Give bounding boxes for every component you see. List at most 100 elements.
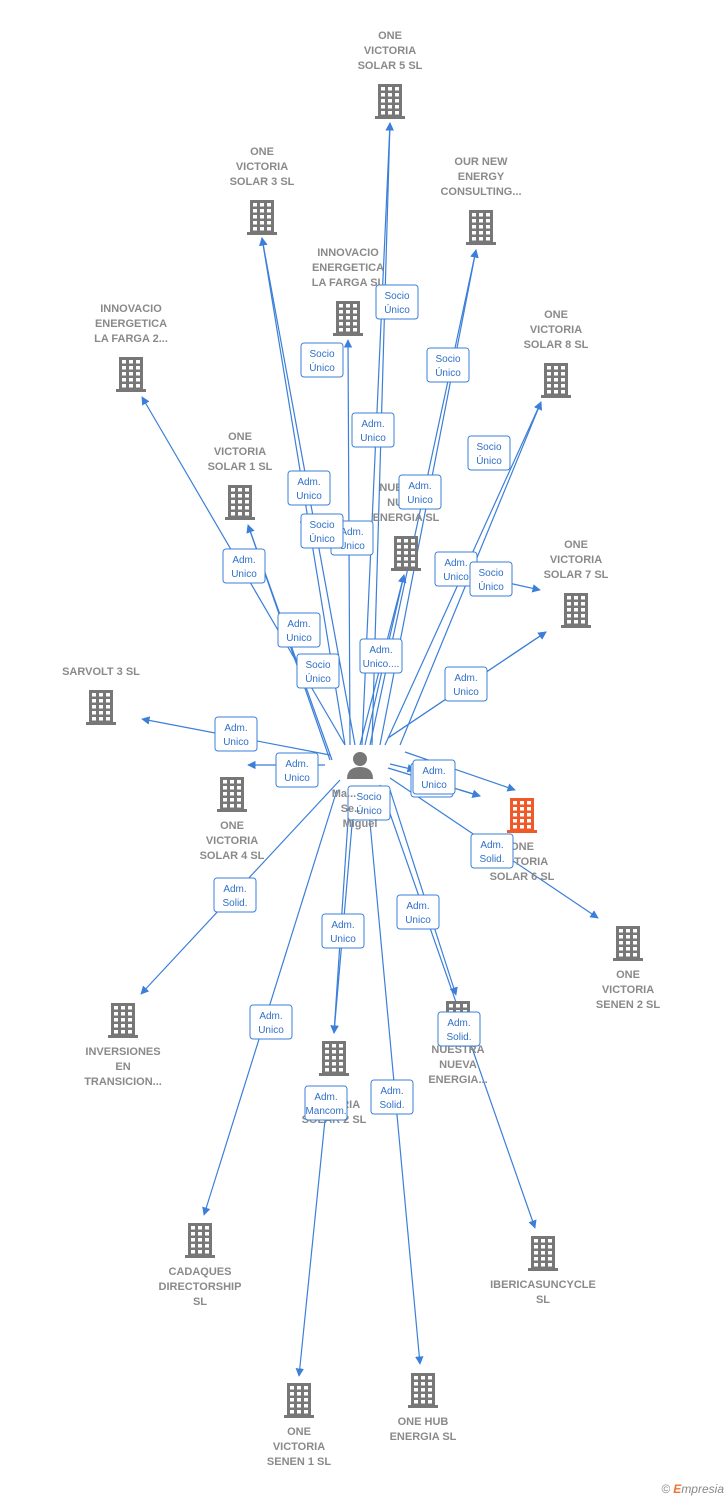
relation-label[interactable]: Adm.Solid. <box>213 877 257 913</box>
empresia-credit[interactable]: ©Empresia <box>661 1482 724 1496</box>
relation-label-text: Unico <box>453 687 479 698</box>
relation-label[interactable]: Adm.Solid. <box>370 1079 414 1115</box>
relation-label-text: Unico <box>296 491 322 502</box>
company-label-line: SENEN 1 SL <box>267 1456 331 1468</box>
company-label-line: ONE <box>510 841 534 853</box>
relation-label-text: Mancom. <box>305 1106 346 1117</box>
company-label-line: NUESTRA <box>431 1044 484 1056</box>
relation-label-text: Adm. <box>314 1092 337 1103</box>
company-node-inv[interactable]: INVERSIONESENTRANSICION... <box>84 1003 162 1088</box>
company-label-line: VICTORIA <box>364 45 416 57</box>
company-node-ief2[interactable]: INNOVACIO ENERGETICA LA FARGA 2... <box>94 303 168 392</box>
building-icon <box>466 210 496 245</box>
relation-label[interactable]: Adm. Unico <box>214 716 258 752</box>
relation-label[interactable]: Adm.Unico <box>287 470 331 506</box>
company-label-line: ONE <box>616 969 640 981</box>
relation-label[interactable]: Adm.Unico <box>444 666 488 702</box>
company-label-line: ENERGIA... <box>428 1074 487 1086</box>
relation-label-text: Adm. <box>232 555 255 566</box>
company-node-sarvolt[interactable]: SARVOLT 3 SL <box>62 666 140 725</box>
building-icon <box>613 926 643 961</box>
company-label-line: VICTORIA <box>550 554 602 566</box>
relation-label[interactable]: Adm.Unico <box>249 1004 293 1040</box>
relation-label-text: Unico <box>223 737 249 748</box>
building-icon <box>333 301 363 336</box>
relation-label[interactable]: Adm.Unico <box>412 759 456 795</box>
company-node-one[interactable]: OUR NEWENERGYCONSULTING... <box>440 156 522 245</box>
company-label-line: VICTORIA <box>206 835 258 847</box>
relation-label-text: Único <box>478 580 504 593</box>
relation-label[interactable]: Adm. Mancom. <box>304 1085 348 1121</box>
relation-label[interactable]: Adm.Unico <box>222 548 266 584</box>
company-label-line: ENERGETICA <box>95 318 167 330</box>
building-icon <box>116 357 146 392</box>
center-person[interactable]: Ma...Se...Miguel <box>332 752 378 830</box>
edge-ovs6 <box>404 751 516 792</box>
building-icon <box>247 200 277 235</box>
company-label-line: NUEVA <box>439 1059 477 1071</box>
building-icon <box>86 690 116 725</box>
edge-ovs2 <box>330 789 351 1034</box>
company-label-line: LA FARGA 2... <box>94 333 168 345</box>
relation-label-text: Socio <box>435 354 460 365</box>
company-label-line: ENERGETICA <box>312 262 384 274</box>
relation-label-text: Adm. <box>224 723 247 734</box>
company-label-line: ONE <box>228 431 252 443</box>
company-label-line: INNOVACIO <box>100 303 162 315</box>
relation-label-text: Unico <box>421 780 447 791</box>
company-label-line: SOLAR 5 SL <box>358 60 423 72</box>
relation-label[interactable]: Adm.Unico <box>396 894 440 930</box>
relation-label-text: Unico <box>258 1025 284 1036</box>
relation-label-text: Adm. <box>406 901 429 912</box>
building-icon <box>217 777 247 812</box>
relation-label[interactable]: Adm.Unico <box>275 752 319 788</box>
relation-label[interactable]: Adm.Unico <box>398 474 442 510</box>
relation-label[interactable]: Adm.Unico <box>277 612 321 648</box>
relation-label[interactable]: Adm.Unico <box>434 551 478 587</box>
relation-label-text: Único <box>309 361 335 374</box>
building-icon <box>225 485 255 520</box>
relation-label[interactable]: Adm.Unico <box>321 913 365 949</box>
edge-ovsen1 <box>295 1099 328 1377</box>
relation-label-text: Adm. <box>361 419 384 430</box>
relation-label-text: Socio <box>478 568 503 579</box>
relation-label-text: Unico <box>284 773 310 784</box>
relation-label-text: Unico <box>330 934 356 945</box>
building-icon <box>528 1236 558 1271</box>
relation-label-text: Socio <box>305 660 330 671</box>
copyright-icon: © <box>661 1482 671 1496</box>
relation-label[interactable]: Adm.Unico.... <box>359 638 403 674</box>
relation-label[interactable]: Adm.Solid. <box>470 833 514 869</box>
company-label-line: ONE <box>220 820 244 832</box>
relation-label-text: Único <box>309 532 335 545</box>
company-label-line: IBERICASUNCYCLE <box>490 1279 596 1291</box>
relation-label[interactable]: Adm.Solid. <box>437 1011 481 1047</box>
relation-label-text: Único <box>476 454 502 467</box>
relation-label[interactable]: Adm.Unico <box>351 412 395 448</box>
company-label-line: VICTORIA <box>214 446 266 458</box>
company-label-line: ENERGY <box>458 171 505 183</box>
building-icon <box>185 1223 215 1258</box>
company-label-line: ENERGIA SL <box>390 1431 457 1443</box>
